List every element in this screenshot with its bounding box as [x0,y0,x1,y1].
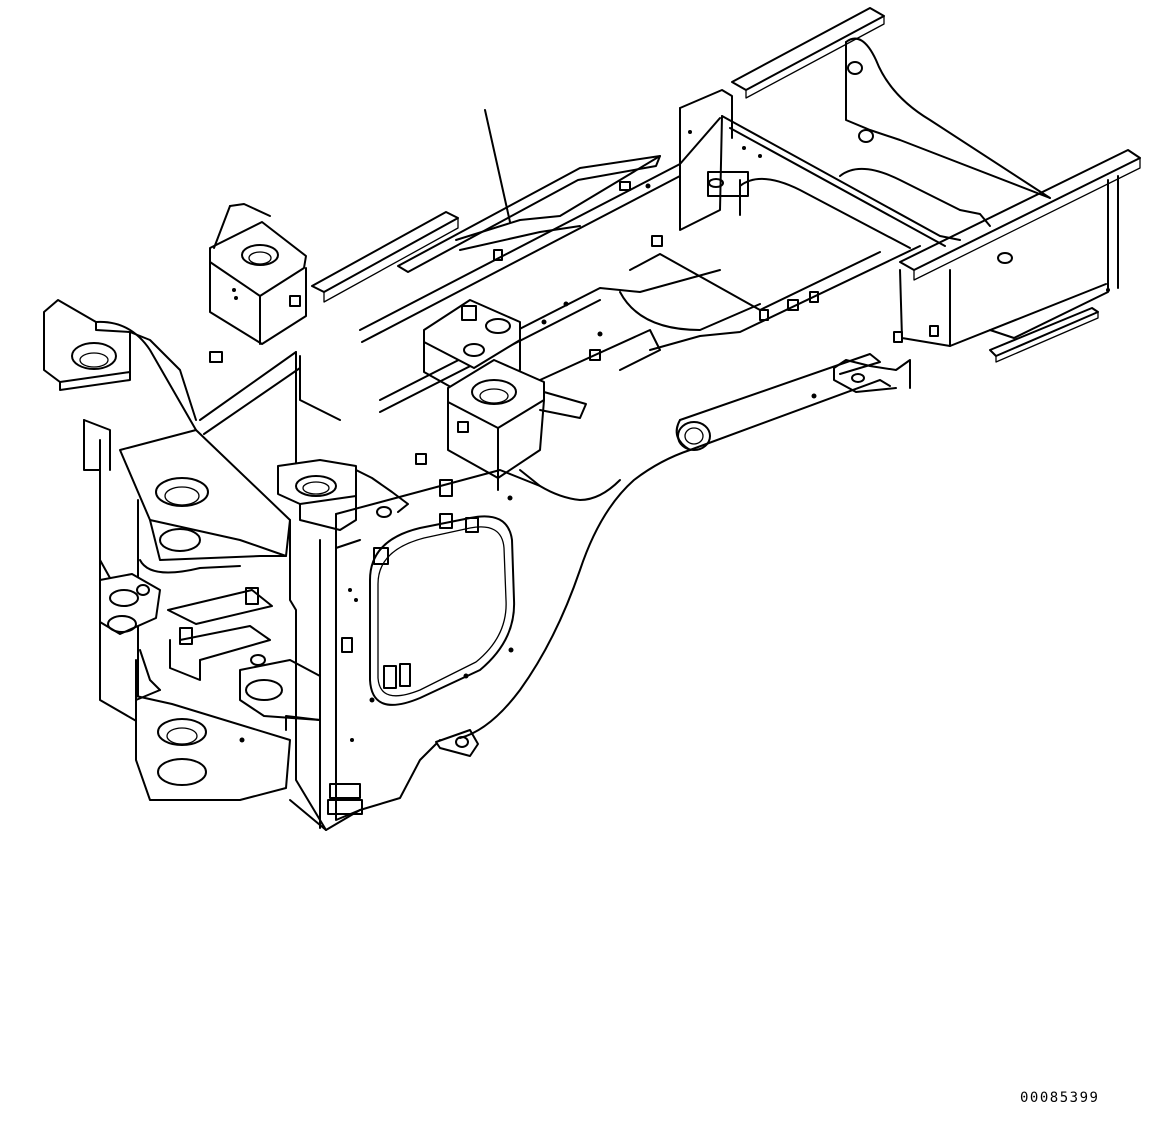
center-frame [199,117,721,501]
front-brackets [43,203,587,531]
rear-mount-hole [997,252,1013,264]
rear-cross-rail [899,149,1141,271]
fasteners [136,130,1110,743]
front-frame [83,419,541,831]
rear-right-rail [731,7,885,91]
leader-line [484,109,511,223]
frame-tube [459,353,911,739]
drawing-number: 00085399 [1020,1090,1100,1106]
rear-frame [619,7,1141,363]
access-opening [369,515,516,706]
